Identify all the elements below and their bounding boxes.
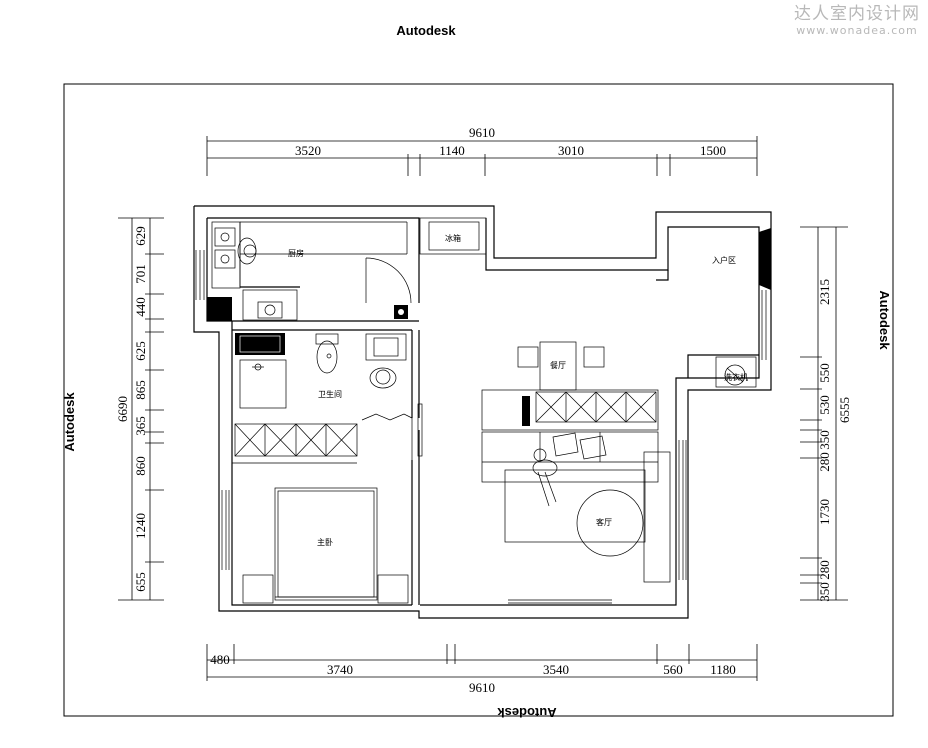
watermark-url: www.wonadea.com [796,24,918,37]
brand-left: Autodesk [62,392,77,452]
windows [195,250,767,604]
entry-door [759,228,771,290]
dim-left-8: 1240 [133,513,148,539]
label-kitchen: 厨房 [288,248,304,258]
dim-right-1: 2315 [817,279,832,305]
washing-machine [715,356,757,388]
label-master-bedroom: 主卧 [317,537,333,547]
dim-bottom-1: 480 [210,652,230,667]
dim-top-2: 1140 [439,143,465,158]
dimension-lines [118,136,848,681]
dim-top-1: 3520 [295,143,321,158]
label-bathroom: 卫生间 [318,389,342,399]
dim-top-total: 9610 [469,125,495,140]
dim-left-1: 629 [133,226,148,246]
brand-bottom: Autodesk [497,705,557,720]
bed [242,487,409,604]
watermark: 达人室内设计网 www.wonadea.com [794,4,920,38]
label-entry: 入户区 [712,255,736,265]
dim-bottom-2: 3740 [327,662,353,677]
label-washer: 洗衣机 [724,372,748,382]
dim-right-6: 1730 [817,499,832,525]
bathroom-fixtures [235,333,423,460]
brand-right: Autodesk [877,290,892,350]
dim-bottom-total: 9610 [469,680,495,695]
dim-bottom-4: 560 [663,662,683,677]
dim-left-2: 701 [133,264,148,284]
dim-left-total: 6690 [115,396,130,422]
label-fridge: 冰箱 [445,233,461,243]
living-furniture [481,431,671,583]
wardrobe [232,423,358,464]
drawing-frame [63,83,894,717]
watermark-title: 达人室内设计网 [794,4,920,24]
dining-cabinet [481,389,659,431]
dim-bottom-5: 1180 [710,662,736,677]
dim-top-3: 3010 [558,143,584,158]
dim-left-4: 625 [133,341,148,361]
dim-bottom-3: 3540 [543,662,569,677]
label-dining: 餐厅 [550,361,566,370]
dim-right-8: 350 [817,582,832,602]
dim-right-4: 350 [817,430,832,450]
dim-right-5: 280 [817,452,832,472]
dim-left-3: 440 [133,297,148,317]
dim-left-6: 365 [133,416,148,436]
brand-top: Autodesk [396,23,456,38]
dim-left-7: 860 [133,456,148,476]
dim-right-3: 530 [817,395,832,415]
kitchen-fixtures [207,217,487,321]
dim-right-total: 6555 [837,397,852,423]
label-living: 客厅 [596,517,612,527]
walls [193,205,772,619]
dim-top-4: 1500 [700,143,726,158]
dim-left-5: 865 [133,380,148,400]
dim-right-2: 550 [817,363,832,383]
dim-right-7: 280 [817,560,832,580]
dim-left-9: 655 [133,572,148,592]
